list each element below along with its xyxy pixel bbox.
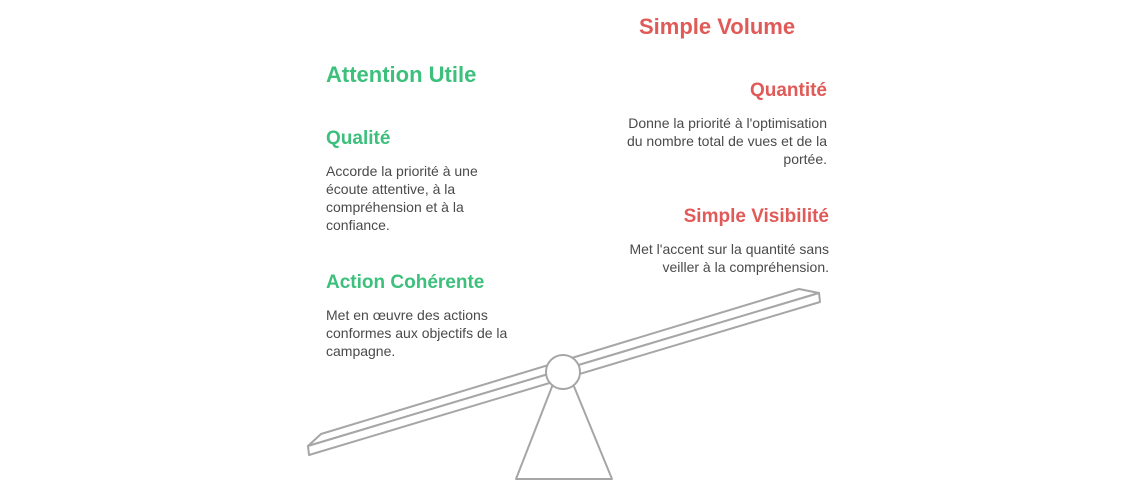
right-heading-visibilite: Simple Visibilité: [683, 206, 829, 227]
right-text-visibilite: Met l'accent sur la quantité sans veille…: [629, 241, 829, 275]
left-heading-action: Action Cohérente: [326, 272, 485, 293]
left-heading-qualite: Qualité: [326, 128, 391, 149]
right-heading-quantite: Quantité: [749, 80, 827, 101]
left-title: Attention Utile: [326, 62, 477, 87]
seesaw-fulcrum: [515, 383, 613, 480]
right-text-quantite: Donne la priorité à l'optimisation du no…: [626, 115, 827, 167]
left-text-action: Met en œuvre des actions conformes aux o…: [326, 307, 508, 359]
right-title: Simple Volume: [639, 14, 796, 39]
left-text-qualite: Accorde la priorité à une écoute attenti…: [326, 163, 478, 233]
seesaw-pivot: [545, 354, 581, 390]
